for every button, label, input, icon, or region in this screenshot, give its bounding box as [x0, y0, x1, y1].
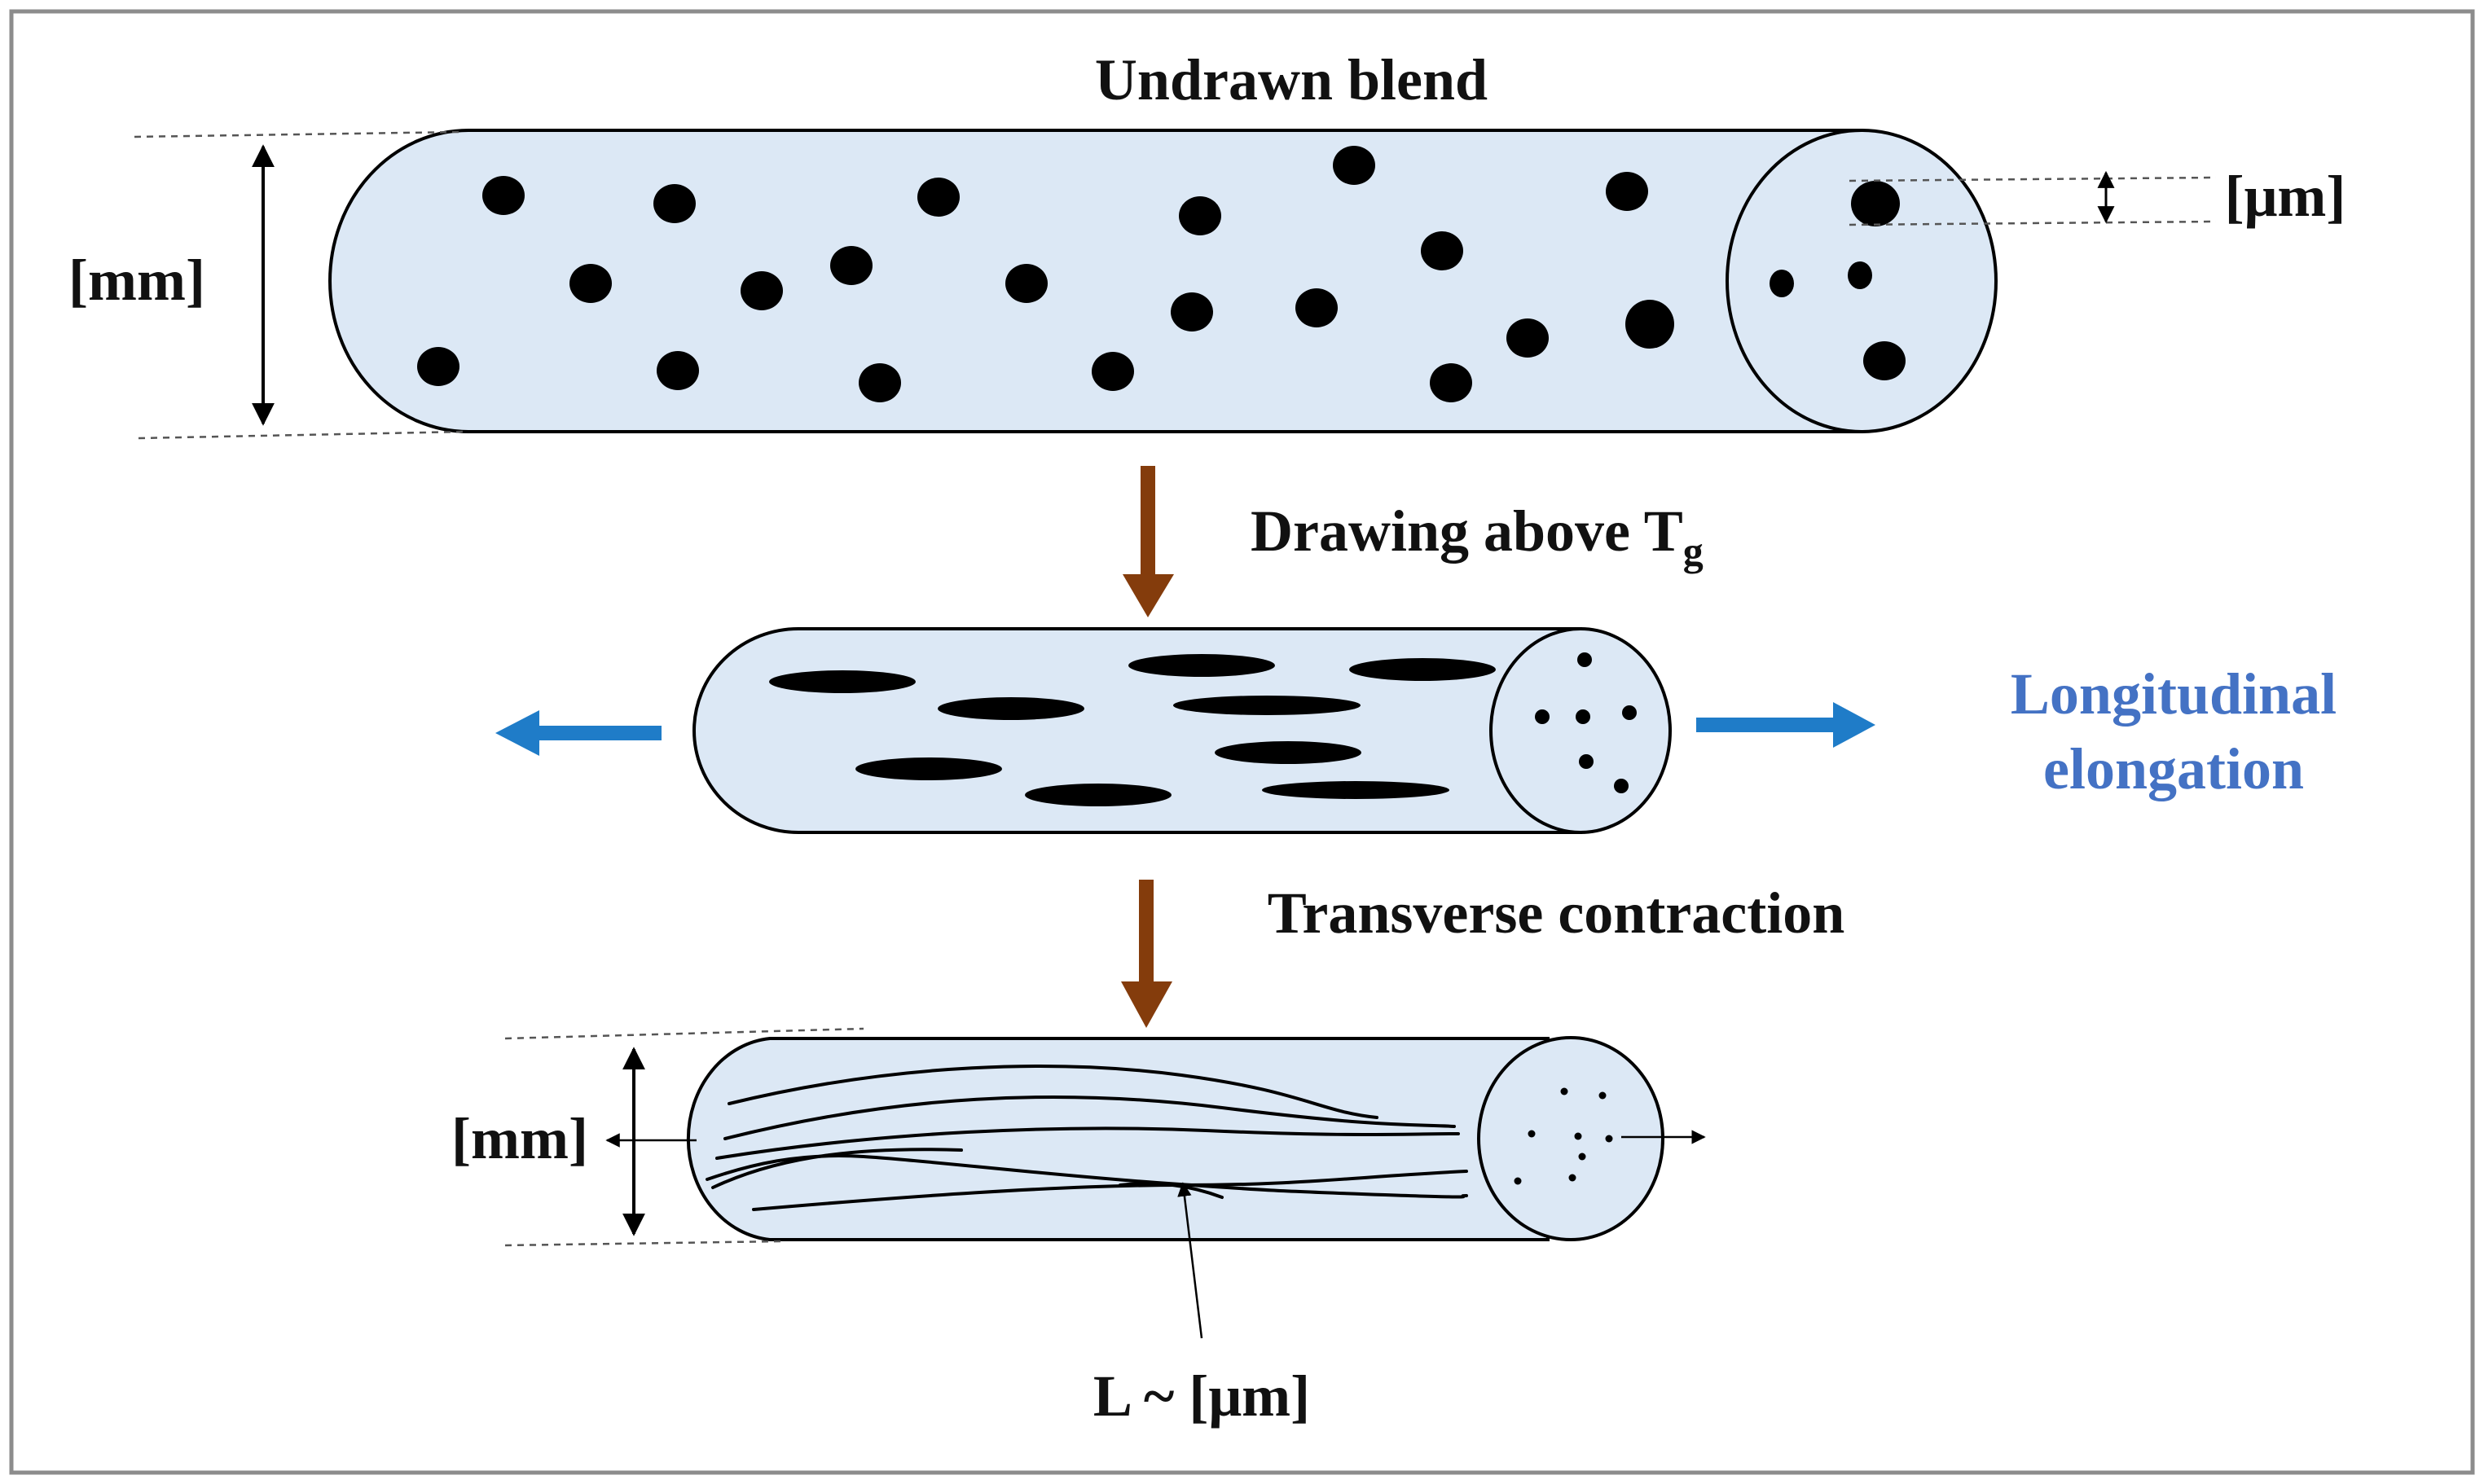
top-diameter-dimension [134, 130, 465, 440]
transverse-contraction-label: Transverse contraction [1268, 880, 1845, 946]
bottom-diameter-dimension [504, 1027, 1706, 1247]
dispersed-droplets [417, 146, 1906, 402]
drawing-process-arrow [1123, 466, 1174, 617]
right-elongation-arrow [1696, 702, 1875, 748]
fibrillar-cylinder [686, 1036, 1664, 1241]
elongated-droplets [769, 652, 1637, 806]
fibrillar-cross-section [1477, 1036, 1664, 1241]
top-um-label: [μm] [2225, 164, 2346, 229]
fibrils [706, 1065, 1468, 1211]
longitudinal-elongation-label-line1: Longitudinal [2011, 661, 2337, 727]
fibril-length-pointer [1177, 1182, 1203, 1339]
contraction-process-arrow [1121, 880, 1172, 1028]
longitudinal-elongation-label-line2: elongation [2043, 736, 2304, 801]
undrawn-blend-cylinder [328, 129, 1998, 433]
bottom-mm-label: [mm] [451, 1106, 588, 1171]
fibril-length-label: L ~ [μm] [1093, 1363, 1310, 1429]
drawn-cylinder [692, 627, 1672, 834]
top-mm-label: [mm] [68, 248, 205, 313]
droplet-size-dimension [1849, 170, 2217, 226]
drawing-above-tg-label: Drawing above Tg [1251, 498, 1704, 574]
undrawn-blend-title: Undrawn blend [1095, 47, 1488, 112]
left-elongation-arrow [495, 710, 662, 756]
fibril-cross-section-dots [1514, 1087, 1613, 1185]
